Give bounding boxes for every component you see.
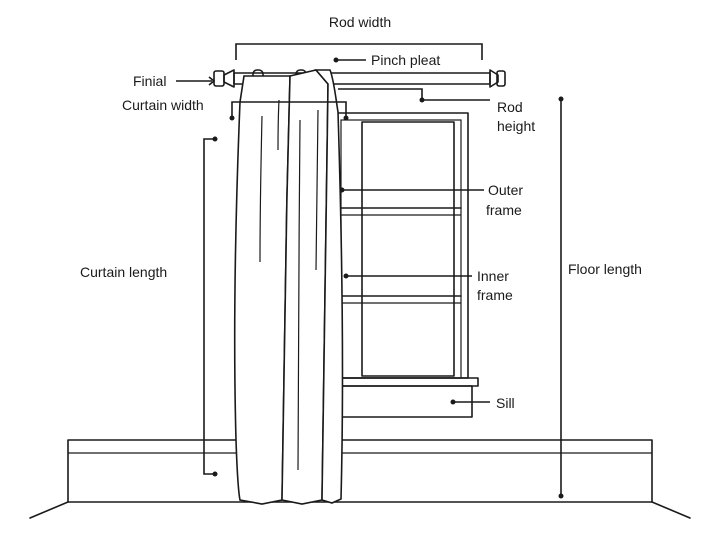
window <box>333 112 479 418</box>
labels: Rod width Pinch pleat Finial Curtain wid… <box>80 14 642 411</box>
curtain-panel <box>233 69 344 505</box>
curtain-fold-left <box>233 75 291 505</box>
rod-height-dot <box>419 97 425 103</box>
curtain-length-bracket <box>203 136 218 477</box>
inner-frame-label-line1: Inner <box>477 268 509 284</box>
curtain-width-dot-left <box>229 115 235 121</box>
sill-label: Sill <box>496 395 515 411</box>
rod-height-label-line2: height <box>497 118 535 134</box>
sill-dot <box>450 399 456 405</box>
outer-frame-label-line1: Outer <box>488 182 523 198</box>
rod-width-line <box>235 43 483 60</box>
floor-length-dot-bottom <box>558 493 564 499</box>
inner-frame-label-line2: frame <box>477 287 513 303</box>
baseboard-body <box>67 439 653 503</box>
curtain-width-line <box>231 101 347 118</box>
curtain-fold-right <box>314 69 344 504</box>
rod-height-label-line1: Rod <box>497 99 523 115</box>
rod-width-label: Rod width <box>329 14 391 30</box>
finial-right <box>496 70 506 87</box>
window-inner-frame <box>361 121 455 377</box>
window-sill-top <box>333 377 479 387</box>
curtain-fold-middle <box>281 69 329 505</box>
curtain-crease-4 <box>277 99 280 151</box>
baseboard <box>29 439 691 519</box>
finial-left <box>213 70 225 87</box>
floor-line-left <box>29 501 69 519</box>
curtain-length-dot-bottom <box>212 471 218 477</box>
outer-frame-dot <box>339 187 345 193</box>
finial-right-cap <box>489 69 499 88</box>
curtain-length-label: Curtain length <box>80 264 167 280</box>
curtain-width-bracket <box>229 101 349 121</box>
window-inner-edge <box>340 119 462 379</box>
curtain-crease-3 <box>315 109 319 271</box>
floor-length-bracket <box>558 96 564 499</box>
rod-height-line <box>338 88 490 101</box>
inner-frame-dot <box>343 273 349 279</box>
rod-height-bracket <box>338 88 490 103</box>
curtain-length-line <box>203 138 215 475</box>
curtain-crease-2 <box>297 119 301 471</box>
floor-length-dot-top <box>558 96 564 102</box>
curtain-width-label: Curtain width <box>122 97 204 113</box>
floor-line-right <box>651 501 691 519</box>
finial-label: Finial <box>133 73 166 89</box>
curtain-width-dot-right <box>343 115 349 121</box>
outer-frame-label-line2: frame <box>486 202 522 218</box>
pinch-pleat-label: Pinch pleat <box>371 52 440 68</box>
leader-lines <box>176 57 490 405</box>
pinch-pleat-dot <box>333 57 339 63</box>
rod-width-bracket <box>235 43 483 60</box>
window-outer-frame <box>333 112 469 379</box>
floor-length-label: Floor length <box>568 261 642 277</box>
curtain-length-dot-top <box>212 136 218 142</box>
curtain-crease-1 <box>259 115 263 263</box>
finial-arrow <box>208 76 216 86</box>
finial-left-cap <box>223 69 235 88</box>
